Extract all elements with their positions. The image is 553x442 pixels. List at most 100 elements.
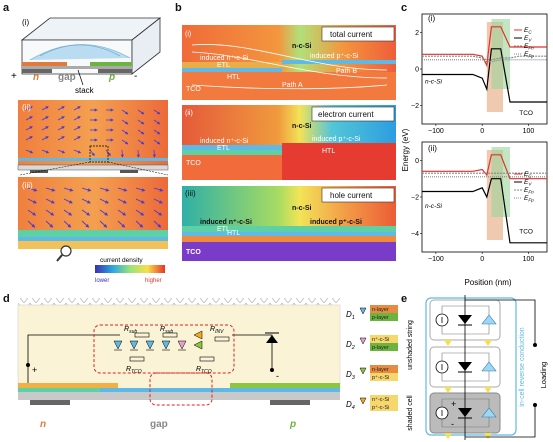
bypass-diode bbox=[266, 335, 278, 343]
field-arrow bbox=[153, 198, 163, 204]
vector-arrows-ii bbox=[25, 106, 161, 158]
field-arrow bbox=[137, 129, 145, 135]
d-rtco-1: RTCO bbox=[126, 366, 142, 375]
y-tick-label: −4 bbox=[411, 231, 419, 238]
e-shaded: shaded cell bbox=[407, 395, 414, 431]
arrow-icon bbox=[444, 433, 452, 439]
field-arrow bbox=[27, 187, 38, 192]
c-xlabel: Position (nm) bbox=[464, 278, 511, 287]
b-i-etl: ETL bbox=[217, 62, 230, 69]
a-plus: + bbox=[11, 71, 17, 82]
cbar-title: current density bbox=[100, 257, 143, 264]
a-n-label: n bbox=[33, 72, 39, 83]
x-tick-label: −100 bbox=[428, 256, 444, 263]
field-arrow bbox=[41, 106, 49, 111]
panel-d-figure: Rsub Rsub RINV RTCO RTCO + - n gap p D1n… bbox=[17, 298, 398, 430]
d-gap: gap bbox=[150, 419, 168, 430]
field-arrow bbox=[137, 119, 145, 125]
b-ii-left: induced n⁺-c-Si bbox=[200, 138, 249, 145]
diode bbox=[193, 330, 203, 340]
panel-a-figure: + - n gap p stack (ii) (iii) bbox=[11, 17, 169, 284]
stack-pointer bbox=[77, 69, 84, 86]
b-iii-htl: HTL bbox=[227, 230, 240, 237]
series-line-e_fn bbox=[422, 55, 547, 61]
field-arrow bbox=[153, 119, 161, 125]
legend-entry: EFn bbox=[524, 43, 534, 51]
field-arrow bbox=[73, 149, 82, 154]
b-ii-right: induced p⁺-c-Si bbox=[312, 136, 361, 143]
field-arrow bbox=[135, 220, 144, 228]
b-i-pathB: Path B bbox=[336, 68, 357, 75]
field-arrow bbox=[99, 209, 109, 216]
c-ylabel: Energy (eV) bbox=[401, 128, 410, 171]
y-tick-label: −2 bbox=[411, 195, 419, 202]
layer-bottom-label: p-layer bbox=[372, 315, 389, 321]
y-tick-label: 0 bbox=[415, 158, 419, 165]
field-arrow bbox=[57, 106, 65, 111]
field-arrow bbox=[99, 220, 108, 228]
d-minus: - bbox=[276, 371, 279, 381]
field-arrow bbox=[25, 126, 33, 131]
field-arrow bbox=[153, 129, 161, 135]
tco-label: TCO bbox=[519, 110, 533, 117]
field-arrow bbox=[117, 187, 128, 192]
b-iii-left: induced n⁺-c-Si bbox=[200, 219, 252, 226]
field-arrow bbox=[57, 136, 65, 141]
b-i-title: total current bbox=[330, 30, 373, 39]
series-line-e_v bbox=[422, 178, 547, 244]
arrow-icon bbox=[484, 340, 492, 346]
b-iii-tco: TCO bbox=[186, 249, 201, 256]
a-sub-iii: (iii) bbox=[22, 181, 33, 190]
panel-b-figure: (i) total current n-c-Si induced n⁺-c-Si… bbox=[182, 25, 396, 261]
field-arrow bbox=[121, 129, 129, 135]
field-arrow bbox=[153, 109, 161, 115]
field-arrow bbox=[137, 109, 145, 115]
diode-legend-name: D1 bbox=[346, 310, 355, 321]
b-iii-etl: ETL bbox=[217, 226, 230, 233]
field-arrow bbox=[41, 126, 49, 131]
diode-legend-icon bbox=[359, 307, 367, 315]
b-map-total-current bbox=[182, 25, 396, 100]
legend-entry: EC bbox=[524, 27, 532, 35]
diode-legend-name: D2 bbox=[346, 340, 355, 351]
wafer-region bbox=[17, 304, 341, 390]
c-sub-ii: (ii) bbox=[428, 144, 437, 153]
diode-legend-icon bbox=[359, 337, 367, 345]
field-arrow bbox=[153, 209, 163, 216]
layer-top-label: n⁺-c-Si bbox=[372, 396, 389, 403]
field-arrow bbox=[41, 149, 50, 154]
layer-swatch-bottom bbox=[370, 403, 398, 411]
a-gap-label: gap bbox=[58, 72, 76, 83]
field-arrow bbox=[117, 220, 126, 228]
panel-label-c: c bbox=[401, 2, 408, 14]
field-arrow bbox=[137, 139, 145, 145]
a-sub-i: (i) bbox=[22, 18, 29, 27]
b-map-electron-current bbox=[182, 105, 396, 180]
field-arrow bbox=[121, 139, 129, 145]
layer-swatch-bottom bbox=[370, 343, 398, 351]
field-arrow bbox=[41, 136, 49, 141]
ncsi-label: n-c-Si bbox=[425, 79, 443, 86]
x-tick-label: 0 bbox=[480, 256, 484, 263]
layer-bottom-label: p⁺-c-Si bbox=[372, 404, 389, 411]
field-arrow bbox=[73, 116, 81, 121]
layer-swatch-top bbox=[370, 305, 398, 313]
field-arrow bbox=[153, 187, 164, 192]
b-i-left: induced n⁺-c-Si bbox=[200, 55, 249, 62]
arrow-icon bbox=[484, 387, 492, 393]
field-arrow bbox=[27, 209, 37, 216]
diode bbox=[145, 340, 155, 350]
layer-top-label: n-layer bbox=[372, 367, 389, 373]
panel-label-d: d bbox=[3, 293, 10, 305]
diode bbox=[129, 340, 139, 350]
field-arrow bbox=[63, 198, 73, 204]
diode-legend-name: D4 bbox=[346, 400, 355, 411]
field-arrow bbox=[57, 116, 65, 121]
field-arrow bbox=[25, 149, 34, 154]
cbar-low: lower bbox=[95, 278, 109, 284]
field-arrow bbox=[41, 116, 49, 121]
a-stack-label: stack bbox=[75, 86, 95, 95]
a-sub-ii: (ii) bbox=[22, 103, 31, 112]
field-arrow bbox=[63, 220, 72, 228]
